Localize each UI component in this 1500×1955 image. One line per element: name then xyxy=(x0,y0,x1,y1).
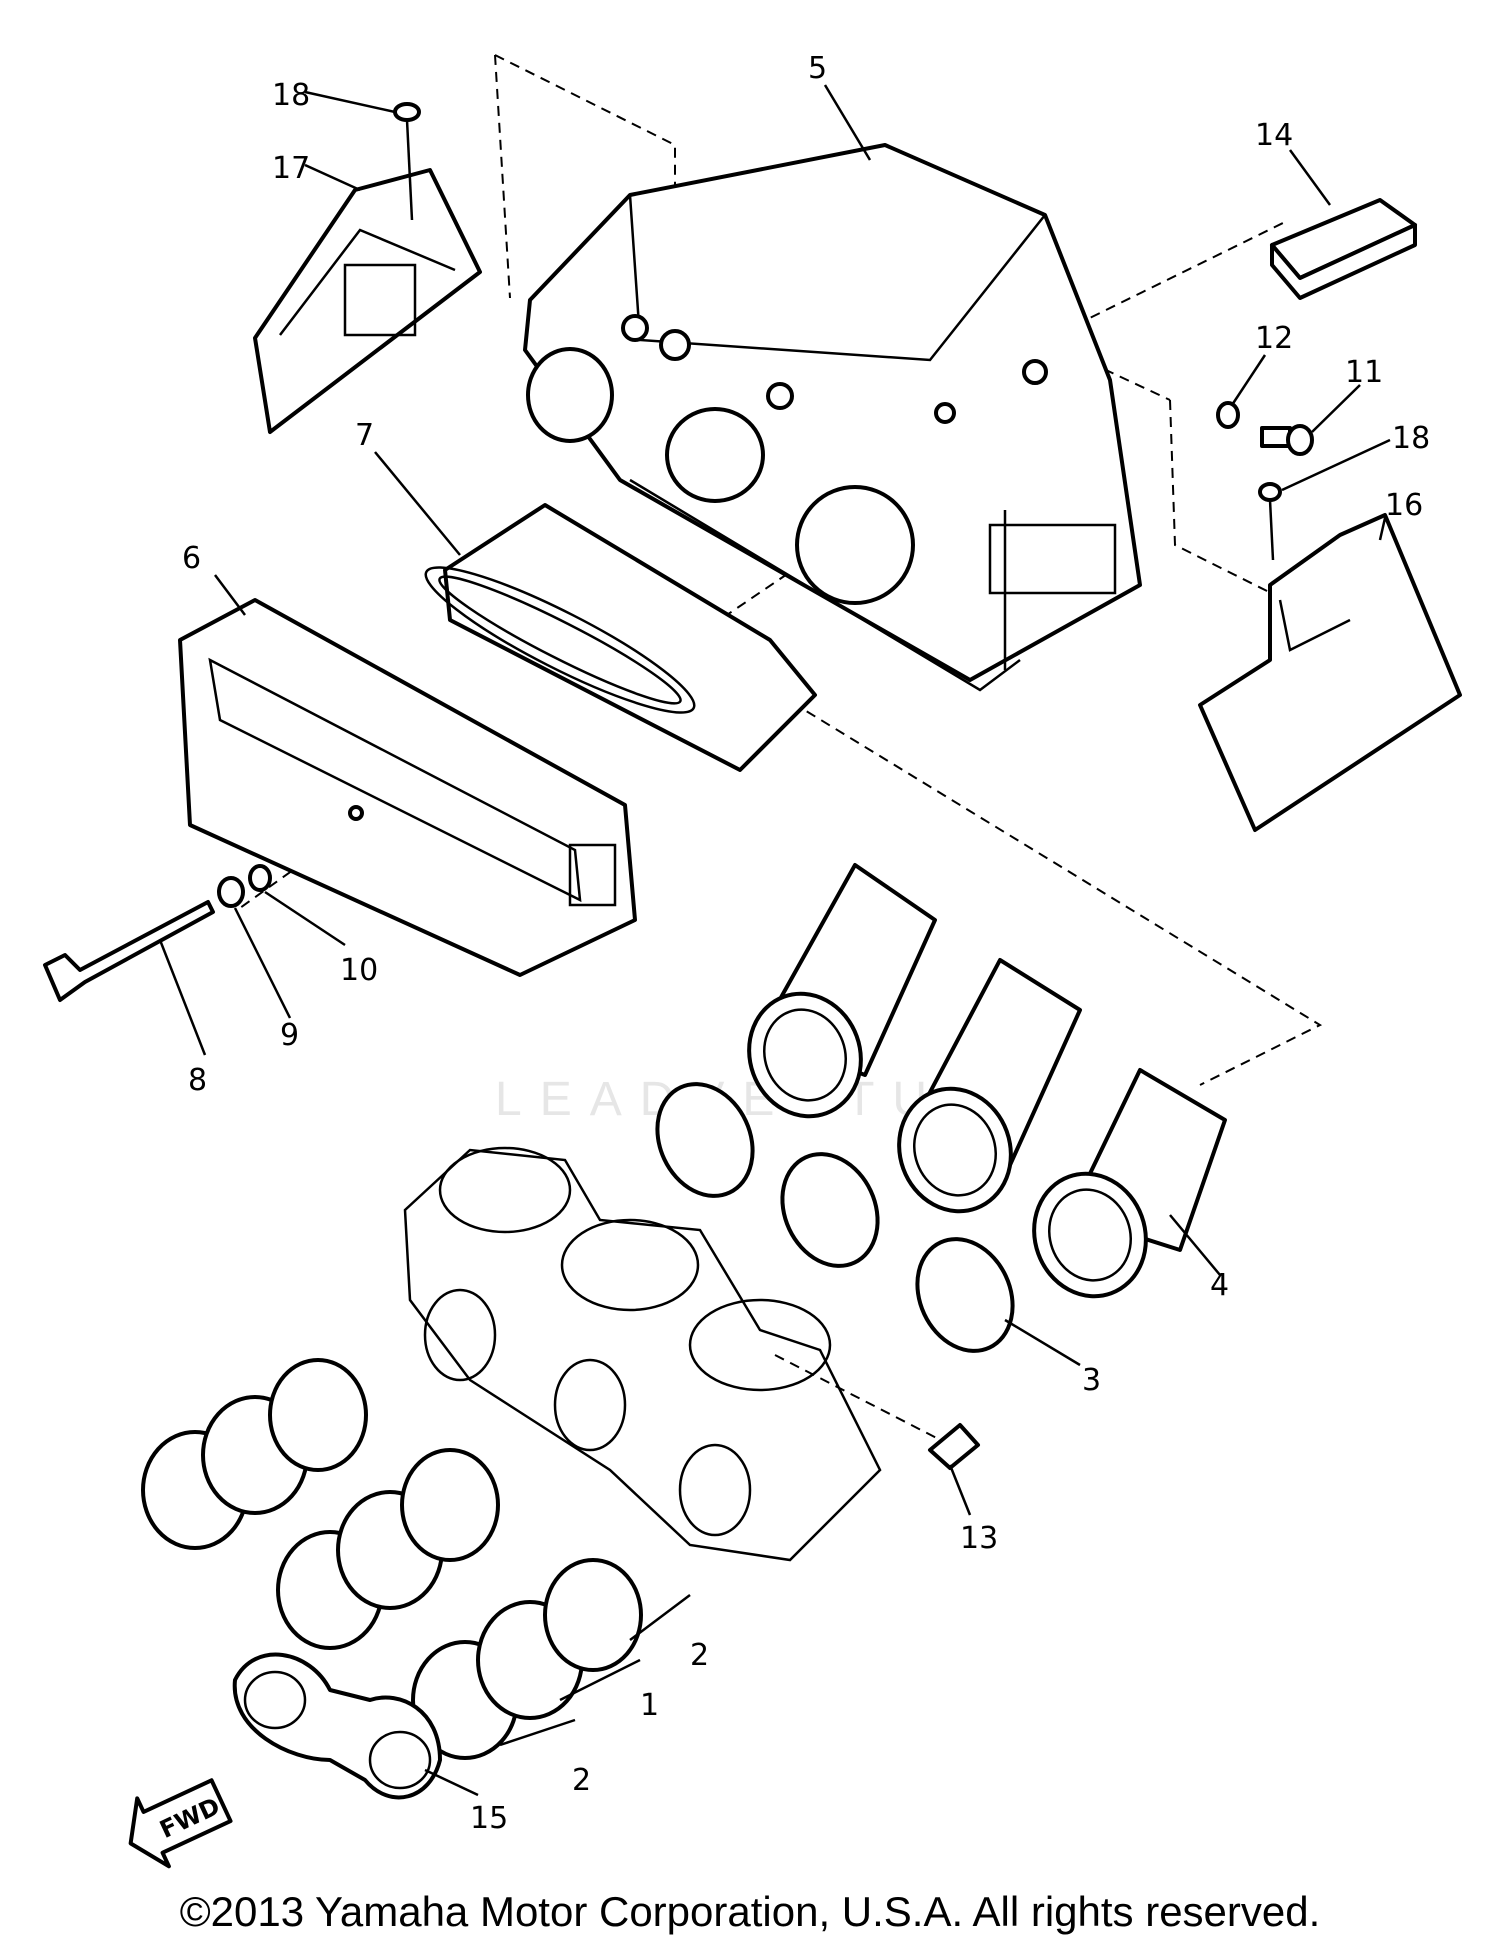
nut-10 xyxy=(248,864,272,892)
callout-2-lower: 2 xyxy=(572,1763,591,1798)
filter-element xyxy=(424,503,817,772)
washer-12 xyxy=(1216,401,1240,429)
joint-set-2 xyxy=(276,1448,500,1650)
intake-funnel-lower xyxy=(1032,1068,1227,1299)
callout-7: 7 xyxy=(355,418,374,453)
bolt-11 xyxy=(1260,424,1314,456)
copyright-notice: ©2013 Yamaha Motor Corporation, U.S.A. A… xyxy=(179,1888,1321,1935)
callout-5: 5 xyxy=(808,51,827,86)
leader-lines xyxy=(158,84,1391,1797)
callout-2-upper: 2 xyxy=(690,1638,709,1673)
callout-16: 16 xyxy=(1385,488,1423,523)
wing-bolt-8 xyxy=(43,900,215,1002)
carburetor-assembly xyxy=(403,1146,882,1562)
callout-4: 4 xyxy=(1210,1268,1229,1303)
callout-15: 15 xyxy=(470,1801,508,1836)
joint-set-3 xyxy=(411,1558,643,1760)
joint-set-1 xyxy=(141,1358,368,1550)
side-cover-left xyxy=(253,168,482,434)
screw-top-left xyxy=(393,102,421,221)
callout-8: 8 xyxy=(188,1063,207,1098)
callout-9: 9 xyxy=(280,1018,299,1053)
callout-3: 3 xyxy=(1082,1363,1101,1398)
air-filter-case xyxy=(523,143,1142,692)
callout-10: 10 xyxy=(340,953,378,988)
callout-14: 14 xyxy=(1255,118,1293,153)
callout-1: 1 xyxy=(640,1688,659,1723)
intake-funnel-middle xyxy=(897,958,1082,1214)
callout-12: 12 xyxy=(1255,321,1293,356)
filter-cover xyxy=(178,598,637,977)
callout-11: 11 xyxy=(1345,355,1383,390)
side-cover-right xyxy=(1198,513,1462,832)
foam-pad xyxy=(1270,198,1417,300)
callout-13: 13 xyxy=(960,1521,998,1556)
intake-funnel-upper xyxy=(747,863,937,1119)
clip-13 xyxy=(928,1423,980,1470)
hose-clamps-upper xyxy=(655,1082,1015,1353)
callout-labels: 1 2 2 3 4 5 6 7 8 9 10 11 12 13 14 15 16… xyxy=(182,51,1430,1836)
washer-9 xyxy=(217,876,245,908)
callout-6: 6 xyxy=(182,541,201,576)
callout-18-right: 18 xyxy=(1392,421,1430,456)
screw-right xyxy=(1258,482,1282,561)
callout-17: 17 xyxy=(272,151,310,186)
fwd-arrow-badge: FWD xyxy=(128,1778,233,1869)
joint-bracket-15 xyxy=(232,1652,442,1800)
callout-18-top: 18 xyxy=(272,78,310,113)
